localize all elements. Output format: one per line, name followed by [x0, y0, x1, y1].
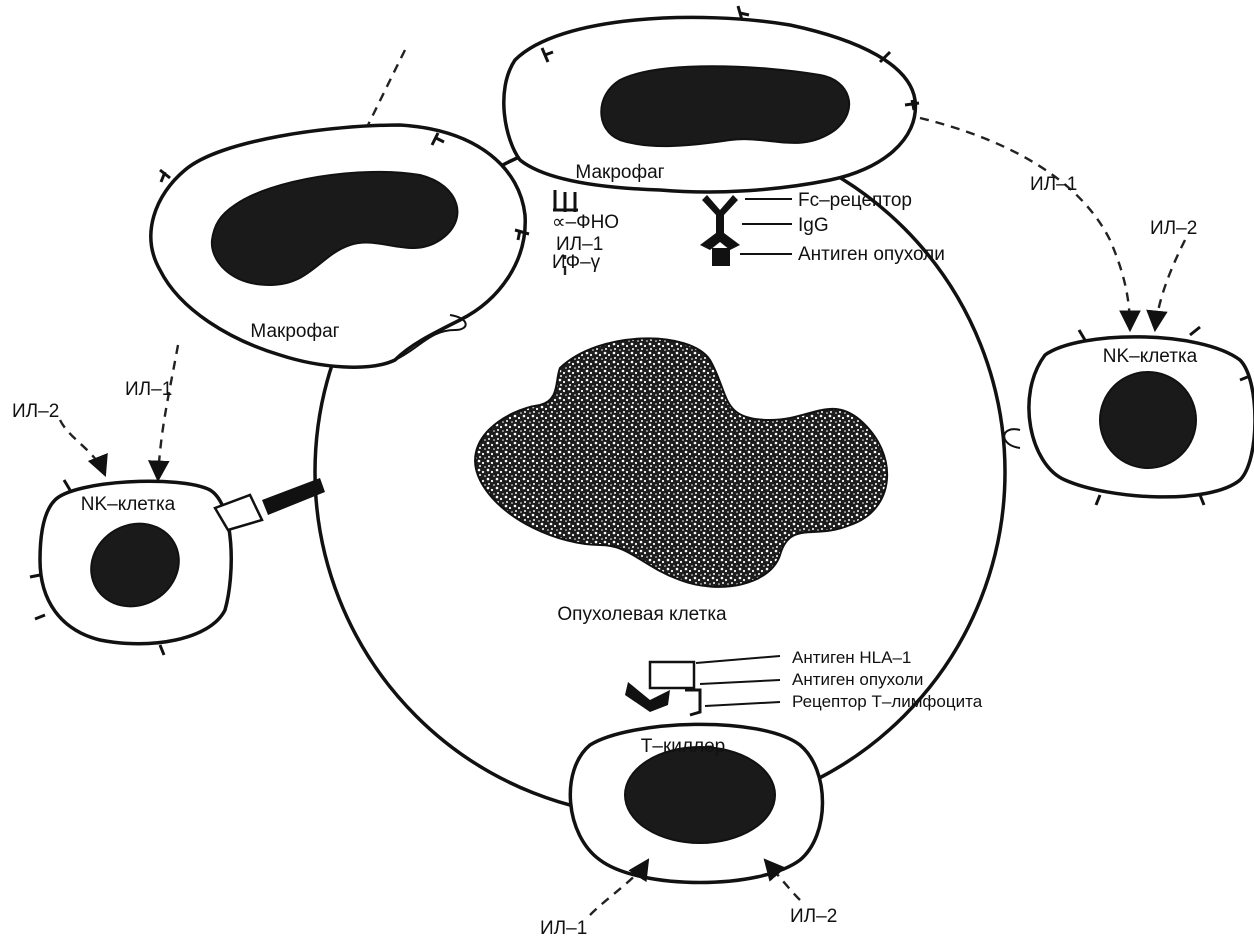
il1-bottom-label: ИЛ–1 [540, 918, 587, 937]
tnf-label: ∝–ФНО [552, 212, 619, 233]
macrophage-left-label: Макрофаг [250, 321, 339, 342]
tumor-antigen-bottom-label: Антиген опухоли [792, 670, 923, 689]
nk-cell-left: NK–клетка [30, 478, 325, 655]
il2-left-label: ИЛ–2 [12, 401, 59, 422]
t-killer-nucleus [625, 747, 775, 843]
macrophage-top-nucleus [601, 66, 849, 146]
il2-bottom-label: ИЛ–2 [790, 906, 837, 927]
t-killer-label: Т–киллер [641, 736, 725, 757]
igg-label: IgG [798, 215, 829, 236]
il2-right-label: ИЛ–2 [1150, 218, 1197, 239]
nk-right-contact [1004, 429, 1020, 448]
nk-right-nucleus [1100, 372, 1196, 468]
tumor-cell-label: Опухолевая клетка [557, 604, 727, 625]
nk-cell-right: NK–клетка [1004, 327, 1254, 505]
nk-right-label: NK–клетка [1103, 346, 1198, 367]
tumor-antigen-top-shape [712, 248, 730, 266]
macrophage-top: Макрофаг [504, 6, 919, 192]
macrophage-left-top-dash [368, 50, 405, 125]
macrophage-top-label: Макрофаг [575, 162, 664, 183]
nk-left-label: NK–клетка [81, 494, 176, 515]
hla1-antigen-shape [650, 662, 694, 688]
tumor-antigen-top-label: Антиген опухоли [798, 244, 945, 265]
il2-to-nk-right-arrow [1155, 240, 1185, 330]
hla1-label: Антиген HLA–1 [792, 648, 911, 667]
t-receptor-label: Рецептор Т–лимфоцита [792, 692, 983, 711]
fc-receptor-label: Fc–рецептор [798, 190, 912, 211]
il1-left-label: ИЛ–1 [125, 379, 172, 400]
il2-to-nk-left-arrow [60, 420, 105, 475]
il1-to-nk-left-arrow [158, 345, 178, 480]
ifg-label: ИФ–γ [552, 252, 601, 273]
il1-top-right-label: ИЛ–1 [1030, 174, 1077, 195]
